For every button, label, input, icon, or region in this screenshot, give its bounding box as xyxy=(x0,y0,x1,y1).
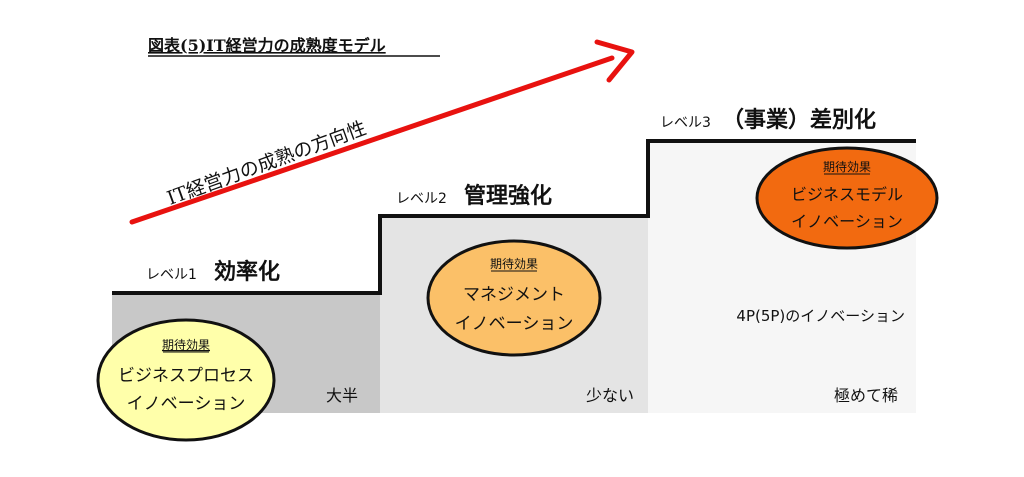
maturity-arrow xyxy=(129,55,615,225)
level3-frequency: 極めて稀 xyxy=(834,386,898,405)
level3-name: （事業）差別化 xyxy=(722,107,876,133)
level1-effect-line2: イノベーション xyxy=(127,394,246,414)
staircase-line xyxy=(112,139,916,295)
level3-effect-heading: 期待効果 xyxy=(823,159,871,174)
level2-name: 管理強化 xyxy=(464,183,552,209)
level3-effect-line2: イノベーション xyxy=(791,212,903,231)
level2-title: レベル2 管理強化 xyxy=(396,183,552,209)
level2-effect-ellipse xyxy=(426,239,602,357)
level1-prefix: レベル1 xyxy=(146,267,197,283)
level3-prefix: レベル3 xyxy=(660,115,711,131)
level1-frequency: 大半 xyxy=(326,386,358,405)
level1-effect-ellipse xyxy=(96,318,276,442)
level2-effect-line1: マネジメント xyxy=(463,285,565,305)
level1-effect-line1: ビジネスプロセス xyxy=(118,366,254,386)
diagram-title: 図表(5)IT経営力の成熟度モデル xyxy=(148,36,386,55)
level3-effect-line1: ビジネスモデル xyxy=(791,185,903,204)
level3-title: レベル3 （事業）差別化 xyxy=(660,107,876,133)
level2-effect-heading: 期待効果 xyxy=(490,256,538,271)
level2-prefix: レベル2 xyxy=(396,191,447,207)
level1-effect-heading: 期待効果 xyxy=(162,337,210,352)
level3-effect-ellipse xyxy=(755,146,939,250)
level2-effect-line2: イノベーション xyxy=(455,314,574,334)
maturity-arrow-head xyxy=(594,39,635,83)
level1-title: レベル1 効率化 xyxy=(146,259,280,285)
level1-name: 効率化 xyxy=(214,259,280,285)
level2-frequency: 少ない xyxy=(586,386,634,405)
arrow-label: IT経営力の成熟の方向性 xyxy=(164,117,369,210)
level3-note: 4P(5P)のイノベーション xyxy=(736,307,905,325)
